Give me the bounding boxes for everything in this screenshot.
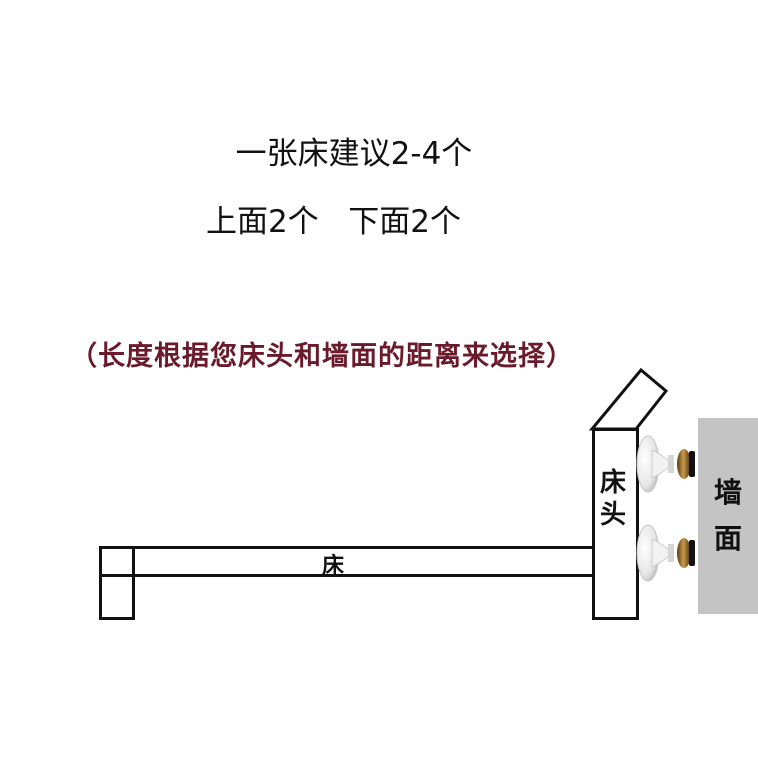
- headboard-label-1: 床: [600, 468, 627, 498]
- distance-note: （长度根据您床头和墙面的距离来选择）: [70, 341, 574, 372]
- bed-label: 床: [322, 554, 345, 579]
- recommendation-text: 一张床建议2-4个: [235, 136, 473, 172]
- bed-foot-post: [99, 546, 135, 620]
- wall-label-1: 墙: [713, 476, 742, 509]
- headboard: [592, 428, 639, 620]
- bed-foot-divider: [99, 574, 135, 577]
- headboard-label-2: 头: [600, 500, 627, 530]
- wall: 墙 面: [698, 418, 758, 614]
- placement-text: 上面2个 下面2个: [206, 204, 462, 240]
- wall-label-2: 面: [713, 522, 742, 555]
- wall-label: 墙 面: [698, 470, 758, 562]
- bed-rail: [132, 546, 595, 577]
